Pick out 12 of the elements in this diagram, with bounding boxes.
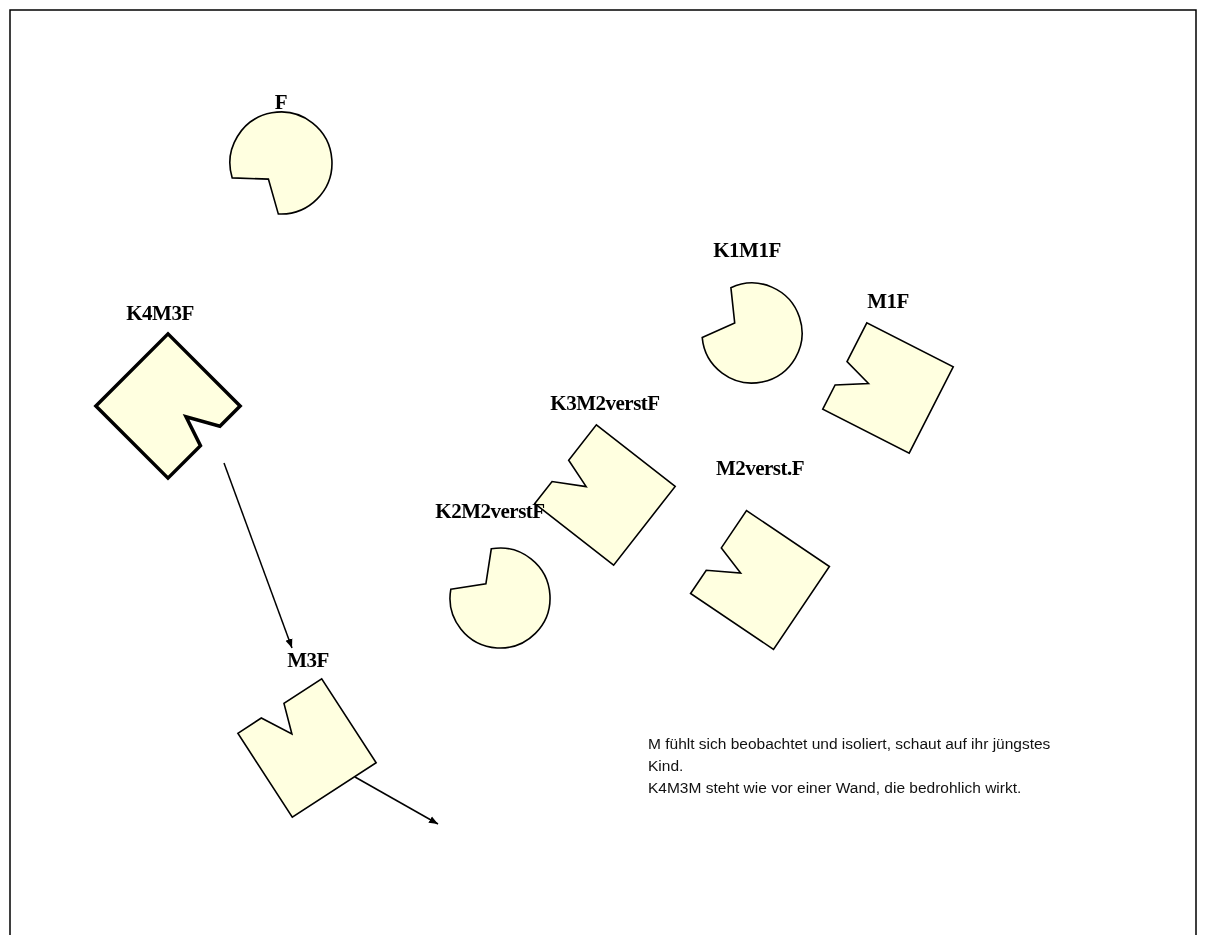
arrow [223, 462, 293, 649]
arrow [354, 776, 439, 825]
figure-label: M3F [287, 648, 329, 672]
note-text: K4M3M steht wie vor einer Wand, die bedrohlich wirkt. [648, 778, 1023, 798]
note-text: M fühlt sich beobachtet und isoliert, schaut auf ihr jüngstes Kind. [648, 734, 1052, 776]
figure-label: M1F [867, 289, 909, 313]
figure-label: K4M3F [126, 301, 194, 325]
figure-label: K1M1F [713, 238, 781, 262]
figure-label: K3M2verstF [550, 391, 660, 415]
figure-label: M2verst.F [715, 456, 805, 480]
figure-label: K2M2verstF [435, 499, 545, 523]
figure-label: F [274, 90, 288, 114]
